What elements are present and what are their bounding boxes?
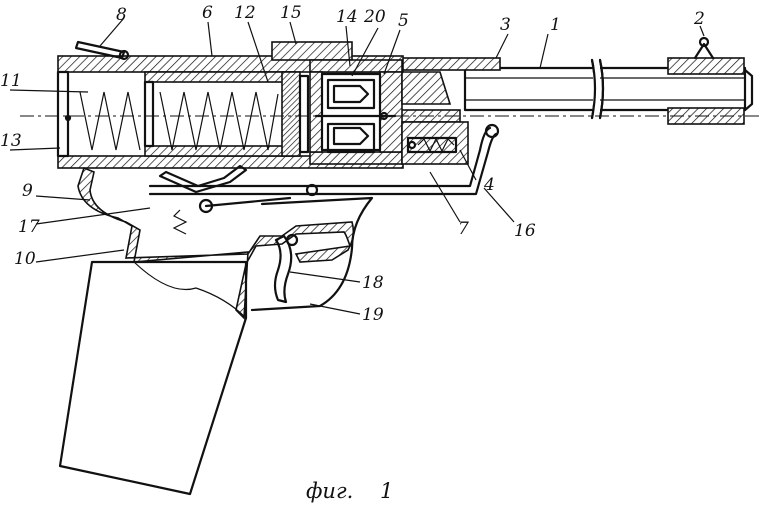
leaders	[9, 17, 705, 315]
label-cocking-lever: 8	[116, 5, 127, 25]
part-labels: 1 2 3 4 5 6 7 8 9 10 11 12 13 14 15 16 1…	[0, 3, 705, 325]
figure-caption-number: 1	[380, 479, 393, 503]
grip-break	[133, 261, 247, 319]
label-trigger: 18	[362, 273, 384, 293]
label-trigger-guard: 19	[362, 305, 384, 325]
grip-panel	[58, 260, 248, 496]
label-lower-spring: 17	[18, 217, 40, 237]
breech-mechanism	[401, 71, 469, 165]
label-piston: 12	[234, 3, 256, 23]
chamber-assembly	[309, 59, 403, 165]
barrel	[463, 58, 754, 120]
label-housing: 9	[22, 181, 33, 201]
label-barrel-mount: 3	[500, 15, 511, 35]
front-sight	[667, 36, 745, 125]
label-barrel: 1	[550, 15, 561, 35]
label-upper-block: 15	[280, 3, 302, 23]
trigger-rod	[148, 123, 500, 197]
label-chamber: 14	[336, 7, 358, 27]
label-grip-frame: 10	[14, 249, 36, 269]
label-receiver-top: 6	[202, 3, 213, 23]
frame	[77, 164, 374, 320]
cocking-lever	[74, 40, 130, 61]
upper-block	[271, 41, 353, 61]
label-projectile: 20	[363, 7, 386, 27]
label-sear-spring: 7	[458, 219, 469, 239]
label-trigger-rod: 16	[514, 221, 536, 241]
label-front-sight: 2	[693, 9, 705, 29]
label-main-spring: 11	[0, 71, 22, 91]
figure-caption-prefix: фиг.	[306, 479, 353, 503]
label-cylinder-frame: 5	[398, 11, 409, 31]
label-trigger-guard-front: 4	[483, 175, 495, 195]
label-end-cap: 13	[0, 131, 22, 151]
